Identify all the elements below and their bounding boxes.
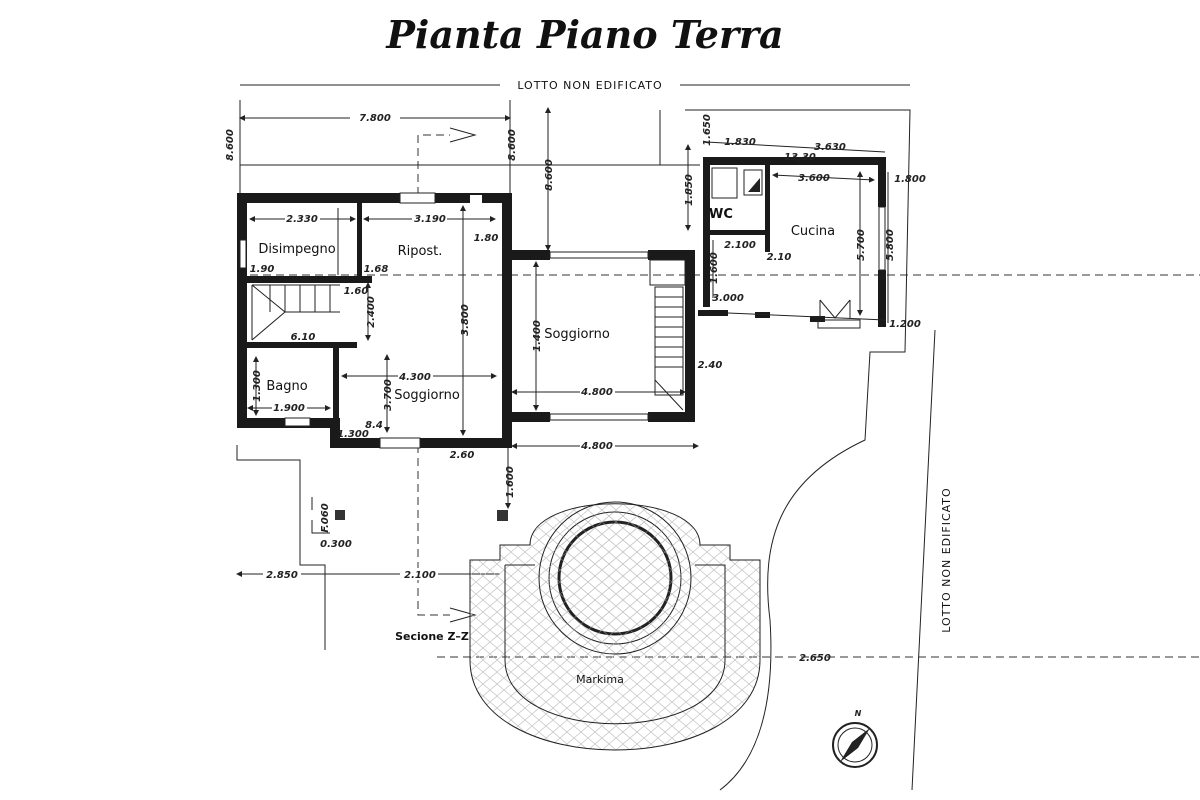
dim-bagno-width: 1.900 bbox=[273, 403, 305, 414]
pool-label: Markima bbox=[576, 673, 624, 686]
dim-ripost-left: 1.68 bbox=[364, 264, 389, 275]
kitchen-block-walls bbox=[698, 157, 886, 329]
garden-edge-right bbox=[685, 109, 911, 791]
section-line bbox=[237, 127, 1200, 658]
dim-disimpegno-width: 2.330 bbox=[286, 214, 318, 225]
room-soggiorno-1: Soggiorno bbox=[394, 388, 460, 403]
dim-left-height: 8.600 bbox=[225, 129, 236, 161]
top-lot-line: LOTTO NON EDIFICATO bbox=[240, 79, 910, 92]
dim-bagno-height: 1.300 bbox=[252, 370, 263, 402]
dim-below-width: 4.800 bbox=[580, 441, 613, 452]
dim-top-width: 7.800 bbox=[359, 113, 391, 124]
dim-pillar-vertical: F.060 bbox=[320, 503, 331, 532]
middle-block-walls bbox=[510, 250, 695, 422]
dim-right-height: 8.600 bbox=[507, 129, 518, 161]
dim-kitchen-height: 5.700 bbox=[856, 229, 867, 261]
dim-stair2: 2.40 bbox=[698, 360, 723, 371]
dim-kitchen-area: 13,30 bbox=[784, 152, 816, 163]
dim-kitchen-top-b: 3.630 bbox=[814, 142, 846, 153]
dim-stair-width: 1.60 bbox=[344, 286, 369, 297]
top-lot-label: LOTTO NON EDIFICATO bbox=[517, 79, 662, 92]
compass-icon: N bbox=[832, 709, 878, 768]
dim-soggiorno-width: 4.300 bbox=[398, 372, 431, 383]
dim-hall-door: 2.10 bbox=[767, 252, 792, 263]
stairs-left bbox=[251, 284, 340, 341]
right-lot-label: LOTTO NON EDIFICATO bbox=[940, 487, 953, 632]
dim-pillar-height: 1.600 bbox=[505, 466, 516, 498]
dim-stair-bottom: 6.10 bbox=[291, 332, 316, 343]
dim-soggiorno-height: 3.700 bbox=[383, 379, 394, 411]
room-cucina: Cucina bbox=[791, 224, 835, 239]
dim-misc: 8.4 bbox=[365, 420, 383, 431]
dim-kitchen-right-bottom: 1.200 bbox=[889, 319, 921, 330]
dim-pool-right: 2.650 bbox=[799, 653, 831, 664]
dim-stair-height: 2.400 bbox=[366, 296, 377, 328]
section-label: Secione Z–Z bbox=[395, 630, 469, 643]
room-disimpegno: Disimpegno bbox=[258, 242, 335, 257]
pillar bbox=[497, 510, 508, 521]
dim-ripost-door: 1.80 bbox=[474, 233, 499, 244]
dim-pillar-offset: 0.300 bbox=[320, 539, 352, 550]
dim-kitchen-outer-height: 5.800 bbox=[885, 229, 896, 261]
pool bbox=[469, 501, 761, 751]
pillar bbox=[335, 510, 345, 520]
dim-ripost-width: 3.190 bbox=[414, 214, 446, 225]
dim-kitchen-right-top: 1.800 bbox=[894, 174, 926, 185]
plan-title: Pianta Piano Terra bbox=[386, 12, 784, 57]
dim-bottom-mid: 2.60 bbox=[450, 450, 475, 461]
dim-hall-bottom: 3.000 bbox=[712, 293, 744, 304]
dim-garden-mid: 2.100 bbox=[404, 570, 436, 581]
dim-hall-height: 1.600 bbox=[709, 252, 720, 284]
dim-ripost-height: 3.800 bbox=[460, 304, 471, 336]
dim-hall-width: 2.100 bbox=[724, 240, 756, 251]
room-wc: WC bbox=[709, 207, 733, 222]
svg-text:N: N bbox=[855, 709, 862, 718]
room-bagno: Bagno bbox=[266, 379, 307, 394]
dim-mid-height: 8.600 bbox=[544, 159, 555, 191]
dim-garden-left: 2.850 bbox=[266, 570, 298, 581]
left-block-walls bbox=[237, 192, 512, 449]
right-lot-line bbox=[911, 329, 936, 791]
dim-kitchen-width: 3.600 bbox=[798, 173, 830, 184]
dim-kitchen-top-a: 1.830 bbox=[724, 137, 756, 148]
garden-edge-left bbox=[236, 445, 326, 650]
dim-wc-height: 1.850 bbox=[684, 174, 695, 206]
room-ripostiglio: Ripost. bbox=[398, 244, 443, 259]
dim-soggiorno2-height: 1.400 bbox=[532, 320, 543, 352]
dim-disimpegno-door: 1.90 bbox=[250, 264, 275, 275]
dim-soggiorno2-width: 4.800 bbox=[580, 387, 613, 398]
dim-top-small: 1.650 bbox=[702, 114, 713, 146]
room-soggiorno-2: Soggiorno bbox=[544, 327, 610, 342]
dim-bottom-left: 1.300 bbox=[337, 429, 369, 440]
